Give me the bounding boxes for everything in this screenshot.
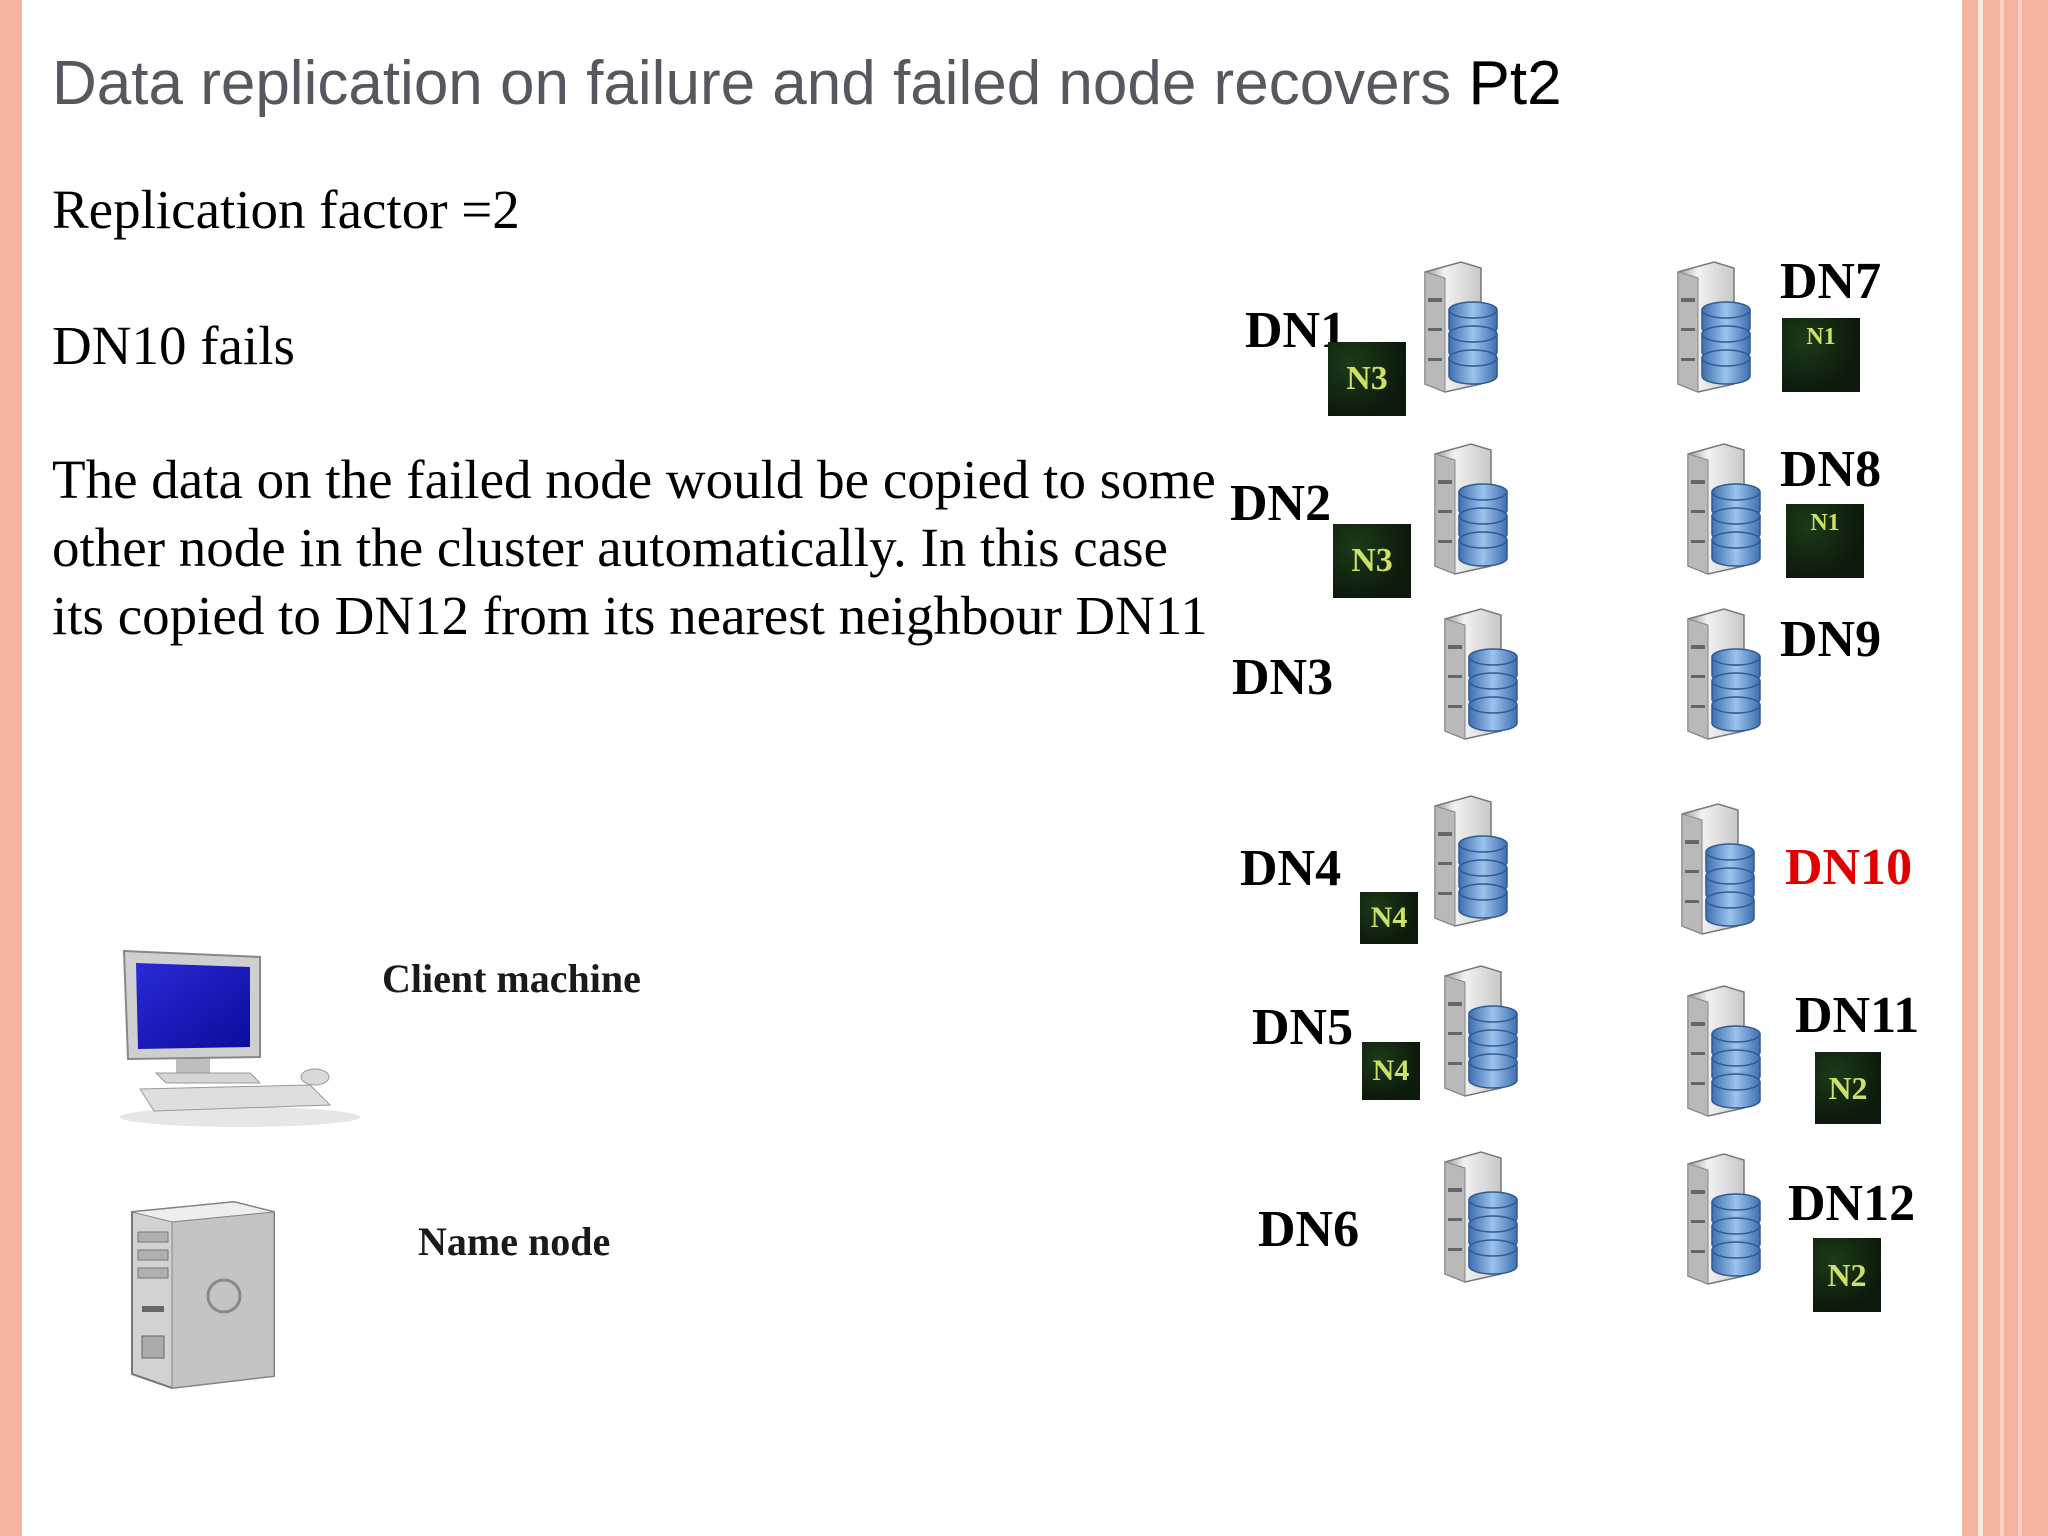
data-block: N3 (1328, 342, 1406, 416)
right-border-line (2018, 0, 2022, 1536)
node-label: DN6 (1258, 1201, 1360, 1258)
data-block: N1 (1786, 504, 1864, 578)
server-database-icon (1658, 258, 1754, 394)
name-node-label: Name node (418, 1219, 611, 1264)
server-database-icon (1668, 982, 1764, 1118)
server-database-icon (1415, 792, 1511, 928)
node-label: DN2 (1230, 475, 1332, 532)
desktop-computer-icon (120, 949, 360, 1127)
node-label-failed: DN10 (1785, 839, 1913, 896)
server-database-icon (1662, 800, 1758, 936)
replication-factor-text: Replication factor =2 (52, 179, 520, 240)
tower-server-icon (131, 1200, 275, 1390)
right-border (1962, 0, 1978, 1536)
node-label: DN11 (1795, 987, 1920, 1044)
title-main: Data replication on failure and failed n… (52, 49, 1469, 118)
server-database-icon (1668, 1150, 1764, 1286)
right-border-gap (1978, 0, 1983, 1536)
description-text: The data on the failed node would be cop… (52, 449, 1216, 646)
data-block: N3 (1333, 524, 1411, 598)
failure-text: DN10 fails (52, 315, 295, 376)
node-label: DN5 (1252, 999, 1354, 1056)
server-database-icon (1425, 962, 1521, 1098)
node-label: DN8 (1780, 441, 1882, 498)
client-machine-label: Client machine (382, 956, 641, 1001)
data-block: N2 (1815, 1052, 1881, 1124)
data-block: N4 (1362, 1042, 1420, 1100)
data-block: N2 (1813, 1238, 1881, 1312)
server-database-icon (1425, 1148, 1521, 1284)
node-label: DN3 (1232, 649, 1334, 706)
server-database-icon (1425, 605, 1521, 741)
server-database-icon (1415, 440, 1511, 576)
right-border-outer (1983, 0, 2048, 1536)
page-title: Data replication on failure and failed n… (52, 48, 1562, 119)
server-database-icon (1668, 605, 1764, 741)
server-database-icon (1405, 258, 1501, 394)
node-label: DN4 (1240, 840, 1342, 897)
data-block: N4 (1360, 892, 1418, 944)
node-label: DN7 (1780, 253, 1882, 310)
node-label: DN9 (1780, 611, 1882, 668)
data-block: N1 (1782, 318, 1860, 392)
left-border (0, 0, 22, 1536)
right-border-line (2000, 0, 2004, 1536)
server-database-icon (1668, 440, 1764, 576)
node-label: DN12 (1788, 1175, 1916, 1232)
title-suffix: Pt2 (1468, 49, 1562, 118)
